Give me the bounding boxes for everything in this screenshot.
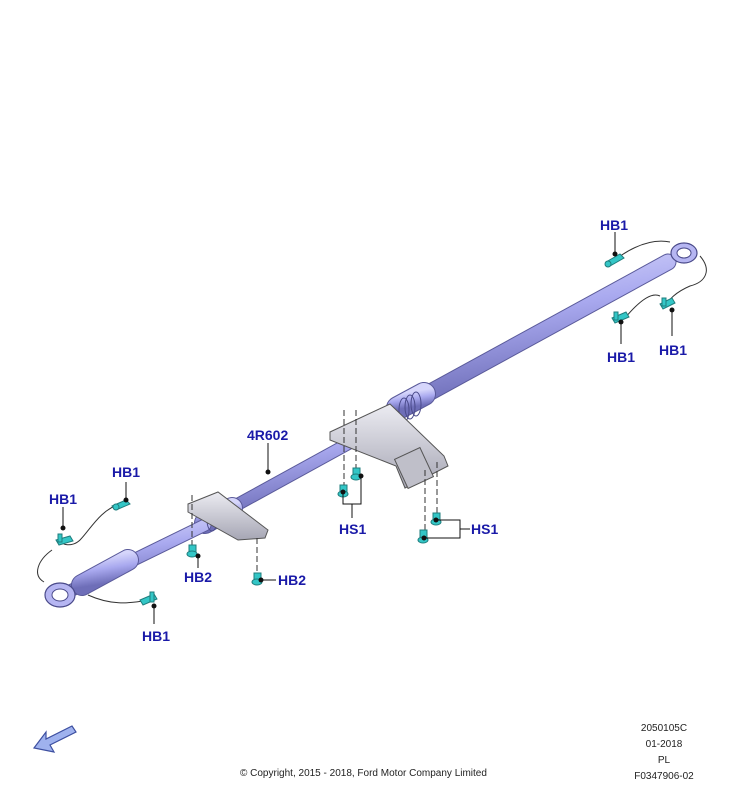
figure-region: PL [657,755,671,766]
hs1-bolt-centre-b [350,467,362,481]
drive-shaft [44,242,698,608]
callout-hs1-right: HS1 [471,521,498,537]
callout-hs1-centre: HS1 [339,521,366,537]
hb1-clip-rear-a [611,311,630,324]
hb1-clip-rear-b [659,297,676,310]
figure-date: 01-2018 [645,739,683,750]
figure-id: F0347906-02 [634,771,694,782]
callout-hb1-front-upper: HB1 [112,464,140,480]
copyright-text: © Copyright, 2015 - 2018, Ford Motor Com… [240,768,487,779]
hb1-clip-front-left [55,533,74,546]
callout-hb1-rear-b: HB1 [659,342,687,358]
callout-hb2-right: HB2 [278,572,306,588]
callout-hb2-left: HB2 [184,569,212,585]
fasteners [55,253,676,606]
callout-hb1-rear-a: HB1 [607,349,635,365]
callout-hb1-front-left: HB1 [49,491,77,507]
figure-code: 2050105C [640,723,688,734]
figure-meta: 2050105C 01-2018 PL F0347906-02 [619,721,709,785]
arrow-down-left-icon[interactable] [32,722,80,754]
callout-hb1-front-bottom: HB1 [142,628,170,644]
callout-shaft-4r602: 4R602 [247,427,288,443]
callout-hb1-rear-top: HB1 [600,217,628,233]
hb1-clip-front-bottom [139,591,158,606]
hb2-bolt-left [186,544,198,558]
hb1-clip-rear-top [604,253,625,268]
hb1-clip-front-upper [111,499,131,511]
front-bearing-bracket [187,491,269,541]
centre-bearing-bracket [329,403,449,490]
